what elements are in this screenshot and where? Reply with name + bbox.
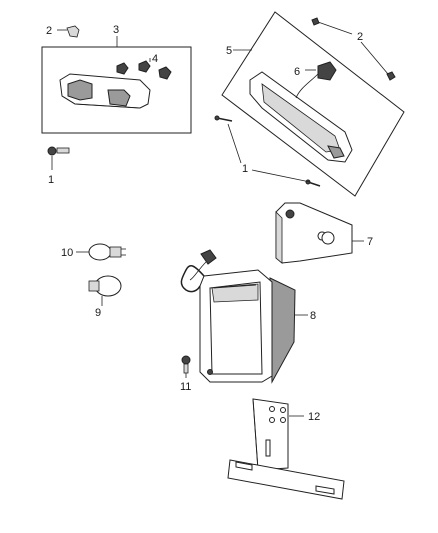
callout-10: 10 [61,247,73,259]
callout-2-right: 2 [357,31,363,43]
cargo-lamp-assembly [249,71,353,163]
harness-connector-6 [295,61,337,99]
callout-2-left: 2 [46,25,52,37]
bulb-sockets-4 [116,58,172,80]
screw-part-1-left [47,146,70,170]
screw-part-11 [181,355,191,378]
callout-1-right: 1 [242,163,248,175]
clip-part-2-left [57,25,80,38]
bulb-9 [88,275,122,306]
mounting-bracket-7 [275,202,364,264]
callout-1-left: 1 [48,174,54,186]
callout-3: 3 [113,24,119,36]
callout-7: 7 [367,236,373,248]
third-brake-lamp-housing [59,73,151,109]
callout-6: 6 [294,66,300,78]
callout-5: 5 [226,45,232,57]
panel-box-5 [221,11,405,197]
license-bracket-12 [227,398,345,500]
pins-part-1-right [214,115,321,187]
callout-11: 11 [180,381,191,393]
tail-lamp-assembly-8 [180,249,308,384]
callout-9: 9 [95,307,101,319]
clips-part-2-right [311,17,396,81]
bulb-10 [76,243,126,261]
callout-8: 8 [310,310,316,322]
callout-4: 4 [152,53,158,65]
callout-12: 12 [308,411,320,423]
